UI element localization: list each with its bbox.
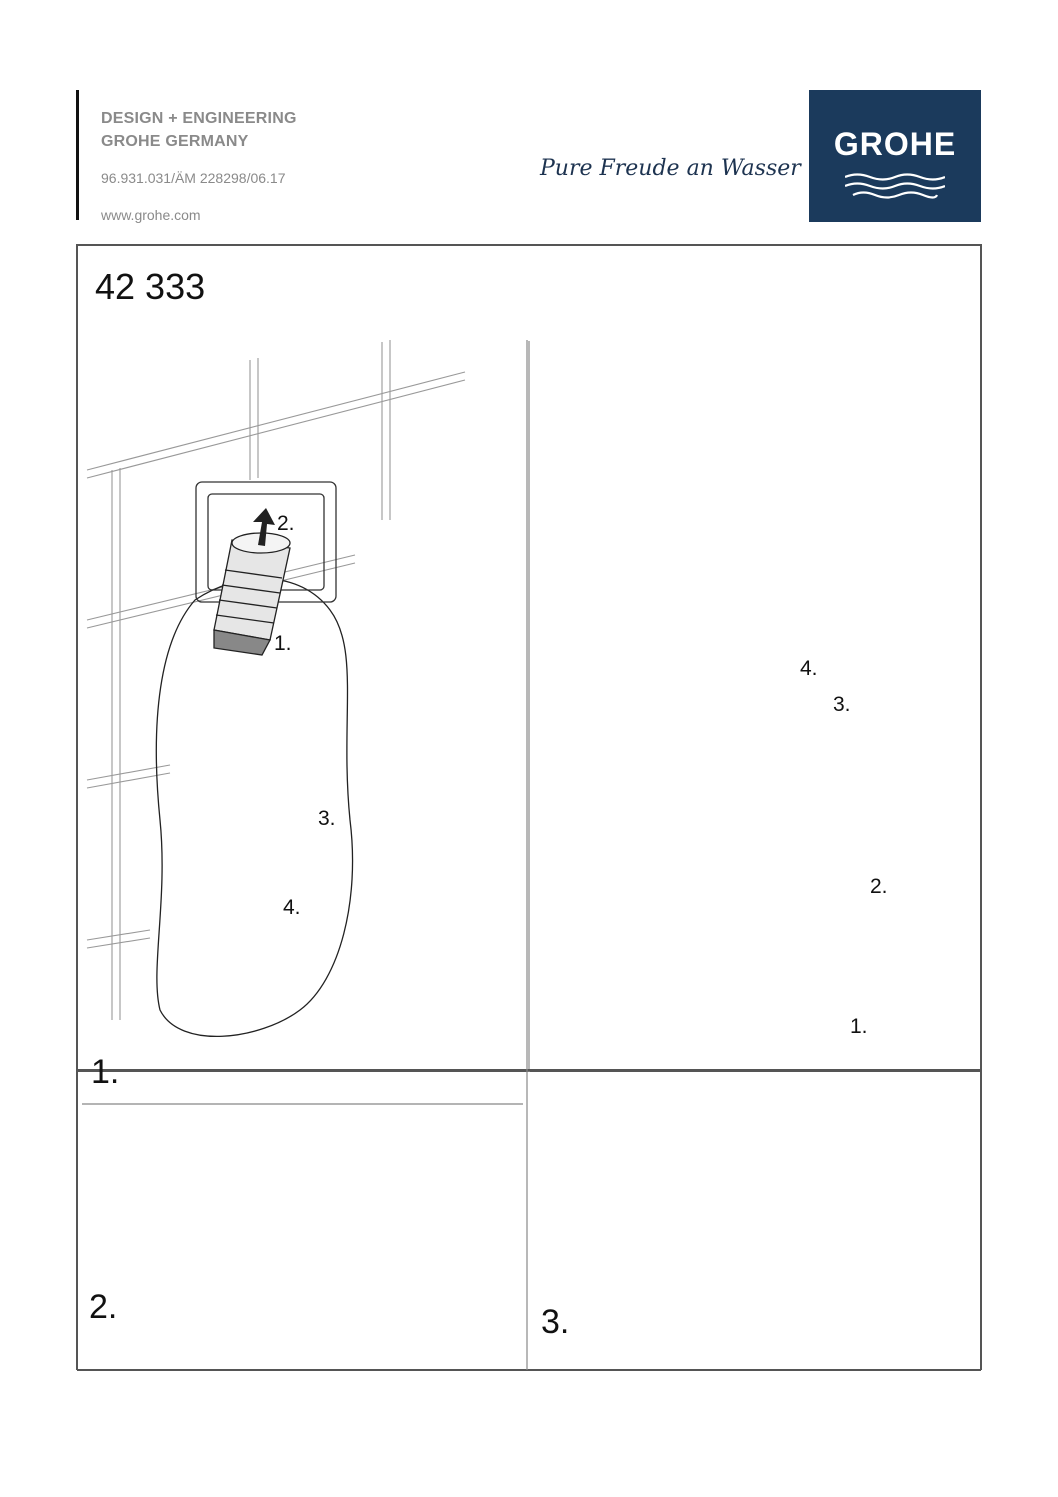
- logo-text: GROHE: [833, 126, 957, 162]
- outer-frame: [76, 244, 982, 1071]
- header-line-design: DESIGN + ENGINEERING: [101, 110, 297, 127]
- header-divider: [76, 90, 79, 220]
- panel1-callout-2: 2.: [277, 512, 295, 535]
- document-number: 96.931.031/ÄM 228298/06.17: [101, 170, 286, 186]
- panel1-callout-3: 3.: [318, 807, 336, 830]
- panel3-callout-1: 1.: [850, 1015, 868, 1038]
- panel3-callout-3: 3.: [833, 693, 851, 716]
- panel1-callout-4: 4.: [283, 896, 301, 919]
- brand-slogan: Pure Freude an Wasser: [540, 156, 801, 181]
- step-label-2: 2.: [89, 1288, 118, 1326]
- grohe-waves-icon: [845, 173, 945, 199]
- part-number: 42 333: [95, 266, 206, 307]
- header-line-company: GROHE GERMANY: [101, 133, 249, 150]
- panel1-callout-1: 1.: [274, 632, 292, 655]
- panel1-arrow-up-2: [253, 508, 275, 546]
- panel3-callout-2: 2.: [870, 875, 888, 898]
- step-label-1: 1.: [91, 1053, 120, 1091]
- step-label-3: 3.: [541, 1303, 570, 1341]
- grohe-logo: GROHE: [809, 90, 981, 222]
- panel1-wall-tiles: [86, 340, 466, 1020]
- panel3-callout-4: 4.: [800, 657, 818, 680]
- panel1-detail-outline: [155, 577, 354, 1037]
- website-link[interactable]: www.grohe.com: [101, 207, 201, 223]
